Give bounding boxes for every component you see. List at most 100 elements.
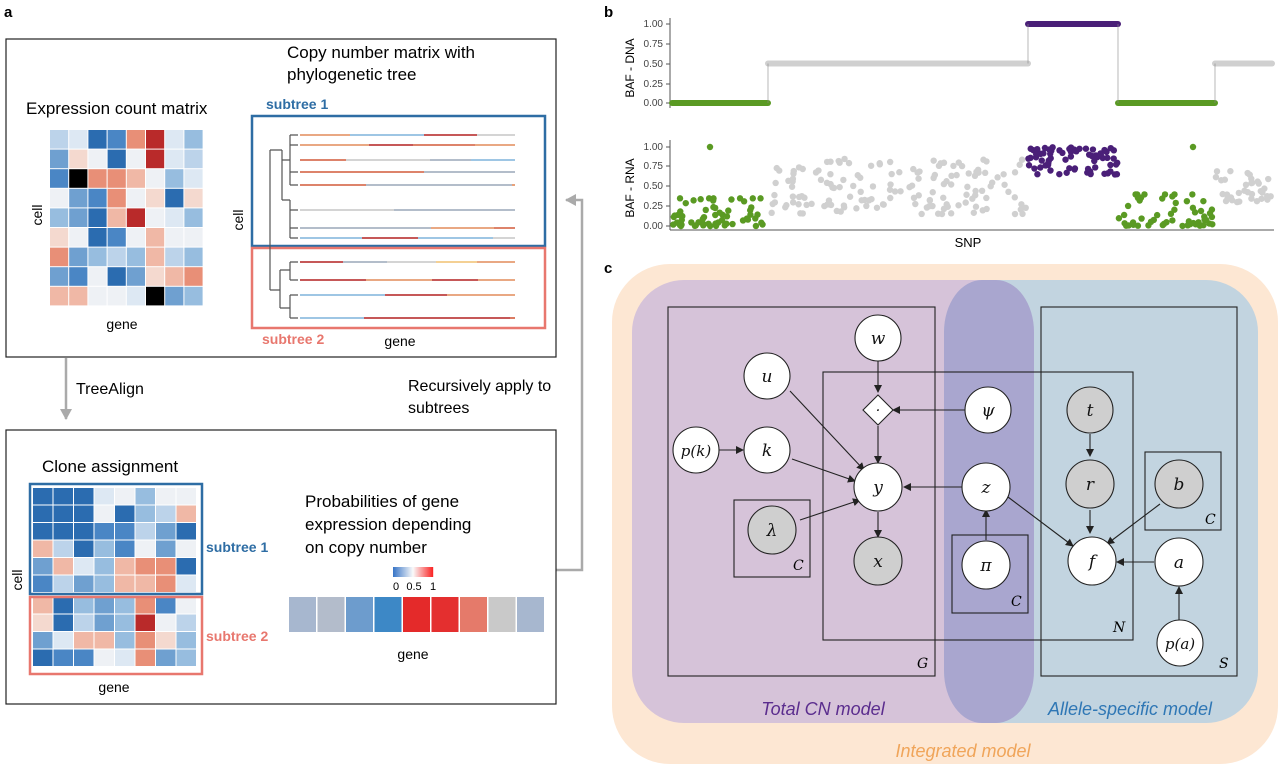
plate-S-label: S xyxy=(1219,656,1229,672)
probability-bar xyxy=(289,597,544,632)
expr-cell xyxy=(184,208,203,227)
rna-point xyxy=(1104,154,1111,162)
edges xyxy=(719,361,1183,620)
rna-point xyxy=(1223,191,1231,198)
clone-cell xyxy=(94,575,114,592)
node-labels: w u p(k) k y x λ ψ z π t r b f a p(a) · xyxy=(681,329,1195,653)
rna-point xyxy=(721,222,728,229)
rna-point xyxy=(1017,206,1025,213)
rna-point xyxy=(1163,219,1170,226)
rna-point xyxy=(863,202,870,210)
rna-point xyxy=(676,221,684,229)
rna-point xyxy=(718,216,726,224)
rna-point xyxy=(906,183,913,191)
rna-point xyxy=(1084,165,1092,173)
rna-point xyxy=(1005,188,1012,196)
clone-cell xyxy=(156,505,176,522)
rna-point xyxy=(861,196,868,204)
scale-step xyxy=(393,567,395,577)
expr-cell xyxy=(184,149,203,169)
rna-point xyxy=(1235,189,1243,197)
rna-point xyxy=(987,183,994,190)
expr-cell xyxy=(50,149,69,169)
clone-cell xyxy=(115,614,135,631)
expr-cell xyxy=(88,286,107,306)
expr-cell xyxy=(69,149,88,169)
prob-cell xyxy=(488,597,516,632)
rna-point xyxy=(897,188,904,195)
label-y: y xyxy=(872,478,883,498)
label-a: a xyxy=(1174,553,1184,573)
rna-point xyxy=(799,165,806,173)
clone-cell xyxy=(74,558,94,575)
rna-point xyxy=(679,212,686,220)
rna-point xyxy=(868,195,875,203)
rna-point xyxy=(1067,153,1075,160)
rna-point xyxy=(1001,181,1008,188)
expr-cell xyxy=(50,188,69,208)
clone-cell xyxy=(156,540,176,557)
rna-point xyxy=(1197,207,1205,215)
expr-cell xyxy=(50,228,69,247)
clone-cell xyxy=(94,632,114,649)
rna-point xyxy=(1073,148,1080,155)
rna-point xyxy=(671,212,678,219)
rna-point xyxy=(1201,216,1208,223)
rna-point xyxy=(896,169,903,176)
clone-cell xyxy=(176,614,196,631)
dna-ylabel: BAF - DNA xyxy=(623,38,637,97)
expr-title: Expression count matrix xyxy=(26,99,208,118)
clone-cell xyxy=(33,488,53,505)
rna-point xyxy=(1040,150,1047,157)
rna-point xyxy=(1087,170,1094,178)
expr-cell xyxy=(69,130,88,149)
label-pi: π xyxy=(979,556,992,576)
rna-point xyxy=(1179,222,1186,230)
scale-step xyxy=(421,567,423,577)
expr-cell xyxy=(146,188,165,208)
top-box xyxy=(5,38,557,358)
scale-step xyxy=(400,567,402,577)
expr-cell xyxy=(88,247,107,267)
rna-point xyxy=(782,204,789,211)
clone-cell xyxy=(94,649,114,666)
rna-point xyxy=(1190,219,1197,227)
rna-point xyxy=(965,170,972,177)
bottom-box xyxy=(5,429,557,705)
clone-cell xyxy=(176,597,196,614)
rna-point xyxy=(1264,192,1271,200)
total-cn-label: Total CN model xyxy=(761,699,885,719)
clone-cell xyxy=(156,649,176,666)
expr-cell xyxy=(50,286,69,306)
scale-step xyxy=(402,567,404,577)
expr-cell xyxy=(50,169,69,188)
rna-point xyxy=(1082,145,1090,152)
rna-point xyxy=(1071,166,1078,173)
clone-cell xyxy=(53,632,73,649)
clone-subtree2-box xyxy=(28,595,204,676)
clone-cell xyxy=(53,597,73,614)
clone-cell xyxy=(156,575,176,592)
rna-point xyxy=(1113,171,1121,178)
rna-point xyxy=(915,192,922,199)
expr-cell xyxy=(88,188,107,208)
node-x xyxy=(853,536,903,586)
recursive-1: Recursively apply to xyxy=(408,378,551,395)
total-cn-region xyxy=(632,280,1034,723)
dna-axis xyxy=(666,18,671,108)
panel-b-label: b xyxy=(604,4,613,21)
clone-cell xyxy=(135,575,155,592)
rna-point xyxy=(891,188,899,195)
rna-point xyxy=(790,167,797,175)
label-x: x xyxy=(873,552,883,572)
scale-step xyxy=(401,567,403,577)
clone-subtree1-box xyxy=(28,482,204,596)
scale-step xyxy=(428,567,430,577)
clone-cell xyxy=(135,488,155,505)
scale-step xyxy=(427,567,429,577)
rna-point xyxy=(972,187,979,195)
node-f xyxy=(1067,536,1117,586)
clone-cell xyxy=(53,488,73,505)
clone-title: Clone assignment xyxy=(42,457,178,476)
